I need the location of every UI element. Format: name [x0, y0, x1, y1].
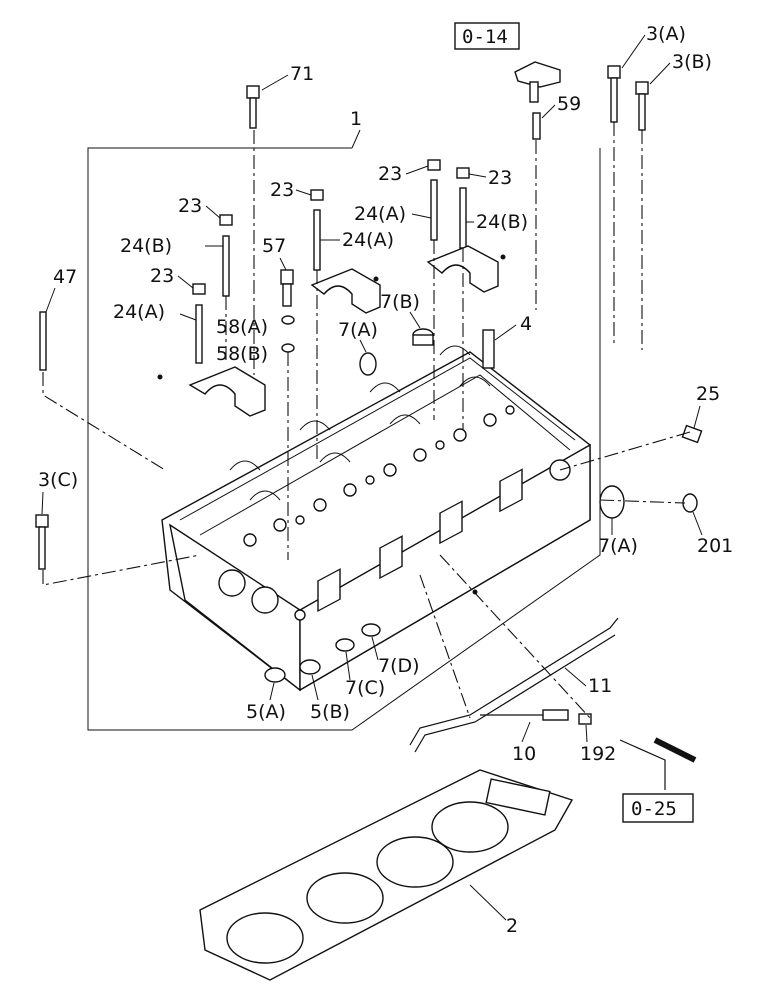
label-23-e: 23: [488, 167, 512, 189]
ref-box-0-14[interactable]: [454, 22, 520, 50]
seal-201: [682, 493, 698, 513]
pin-59: [532, 112, 541, 140]
label-10: 10: [512, 743, 536, 765]
plug-7d: [361, 623, 381, 637]
bolt-3c: [35, 514, 49, 570]
bearing-cap-right: [426, 245, 506, 293]
label-23-a: 23: [178, 195, 202, 217]
glow-plug-10: [480, 709, 569, 721]
label-2: 2: [506, 915, 518, 937]
label-201: 201: [697, 535, 733, 557]
label-24a-center: 24(A): [342, 229, 394, 251]
fitting-57: [280, 269, 294, 307]
label-4: 4: [520, 313, 532, 335]
nut-23-left-top: [219, 214, 233, 226]
label-7a-top: 7(A): [338, 319, 378, 341]
label-57: 57: [262, 235, 286, 257]
label-58b: 58(B): [216, 343, 268, 365]
sensor-0-14: [514, 61, 561, 103]
label-24a-left: 24(A): [113, 301, 165, 323]
label-59: 59: [557, 93, 581, 115]
stud-24a-left: [195, 304, 203, 364]
bolt-71: [246, 85, 260, 129]
plug-7a-right: [599, 485, 625, 519]
label-7d: 7(D): [378, 655, 420, 677]
nut-192: [578, 713, 592, 725]
bearing-cap-left: [157, 366, 266, 417]
label-7b: 7(B): [380, 291, 420, 313]
injector-line-0-25: [653, 737, 697, 763]
bolt-3b: [635, 81, 649, 131]
label-23-b: 23: [150, 265, 174, 287]
stud-47: [39, 311, 47, 371]
label-25: 25: [696, 383, 720, 405]
plug-7c: [335, 638, 355, 652]
nut-23-right-b: [456, 167, 470, 179]
cylinder-head: [161, 345, 591, 692]
nut-23-right-a: [427, 159, 441, 171]
label-47: 47: [53, 266, 77, 288]
plug-7b: [412, 328, 434, 346]
label-23-c: 23: [270, 179, 294, 201]
stud-24b-right: [459, 187, 467, 249]
bolt-25: [681, 424, 703, 444]
label-3a: 3(A): [646, 23, 686, 45]
label-11: 11: [588, 675, 612, 697]
label-71: 71: [290, 63, 314, 85]
o-ring-58b: [281, 343, 295, 353]
ref-label-0-14[interactable]: 0-14: [462, 26, 508, 48]
stud-24b-left: [222, 235, 230, 297]
label-24b-right: 24(B): [476, 211, 528, 233]
plug-5a: [264, 667, 286, 683]
plug-5b: [299, 659, 321, 675]
stud-24a-right: [430, 179, 438, 241]
label-7a-right: 7(A): [598, 535, 638, 557]
label-58a: 58(A): [216, 316, 268, 338]
bearing-cap-center: [310, 268, 381, 314]
nut-23-left-mid: [192, 283, 206, 295]
label-5a: 5(A): [246, 701, 286, 723]
label-192: 192: [580, 743, 616, 765]
stud-24a-center: [313, 209, 321, 271]
label-1: 1: [350, 108, 362, 130]
ref-box-0-25[interactable]: [622, 793, 694, 823]
label-7c: 7(C): [345, 677, 385, 699]
label-5b: 5(B): [310, 701, 350, 723]
sleeve-4: [482, 329, 495, 369]
label-3c: 3(C): [38, 469, 78, 491]
assembly-frame: [87, 147, 601, 731]
label-24b-left: 24(B): [120, 235, 172, 257]
ref-label-0-25[interactable]: 0-25: [631, 798, 677, 820]
label-24a-right: 24(A): [354, 203, 406, 225]
harness-11: [409, 617, 619, 753]
o-ring-58a: [281, 315, 295, 325]
bolt-3a: [607, 65, 621, 123]
label-3b: 3(B): [672, 51, 712, 73]
head-gasket: [199, 769, 574, 981]
label-23-d: 23: [378, 163, 402, 185]
nut-23-center: [310, 189, 324, 201]
plug-7a-top: [359, 352, 377, 376]
